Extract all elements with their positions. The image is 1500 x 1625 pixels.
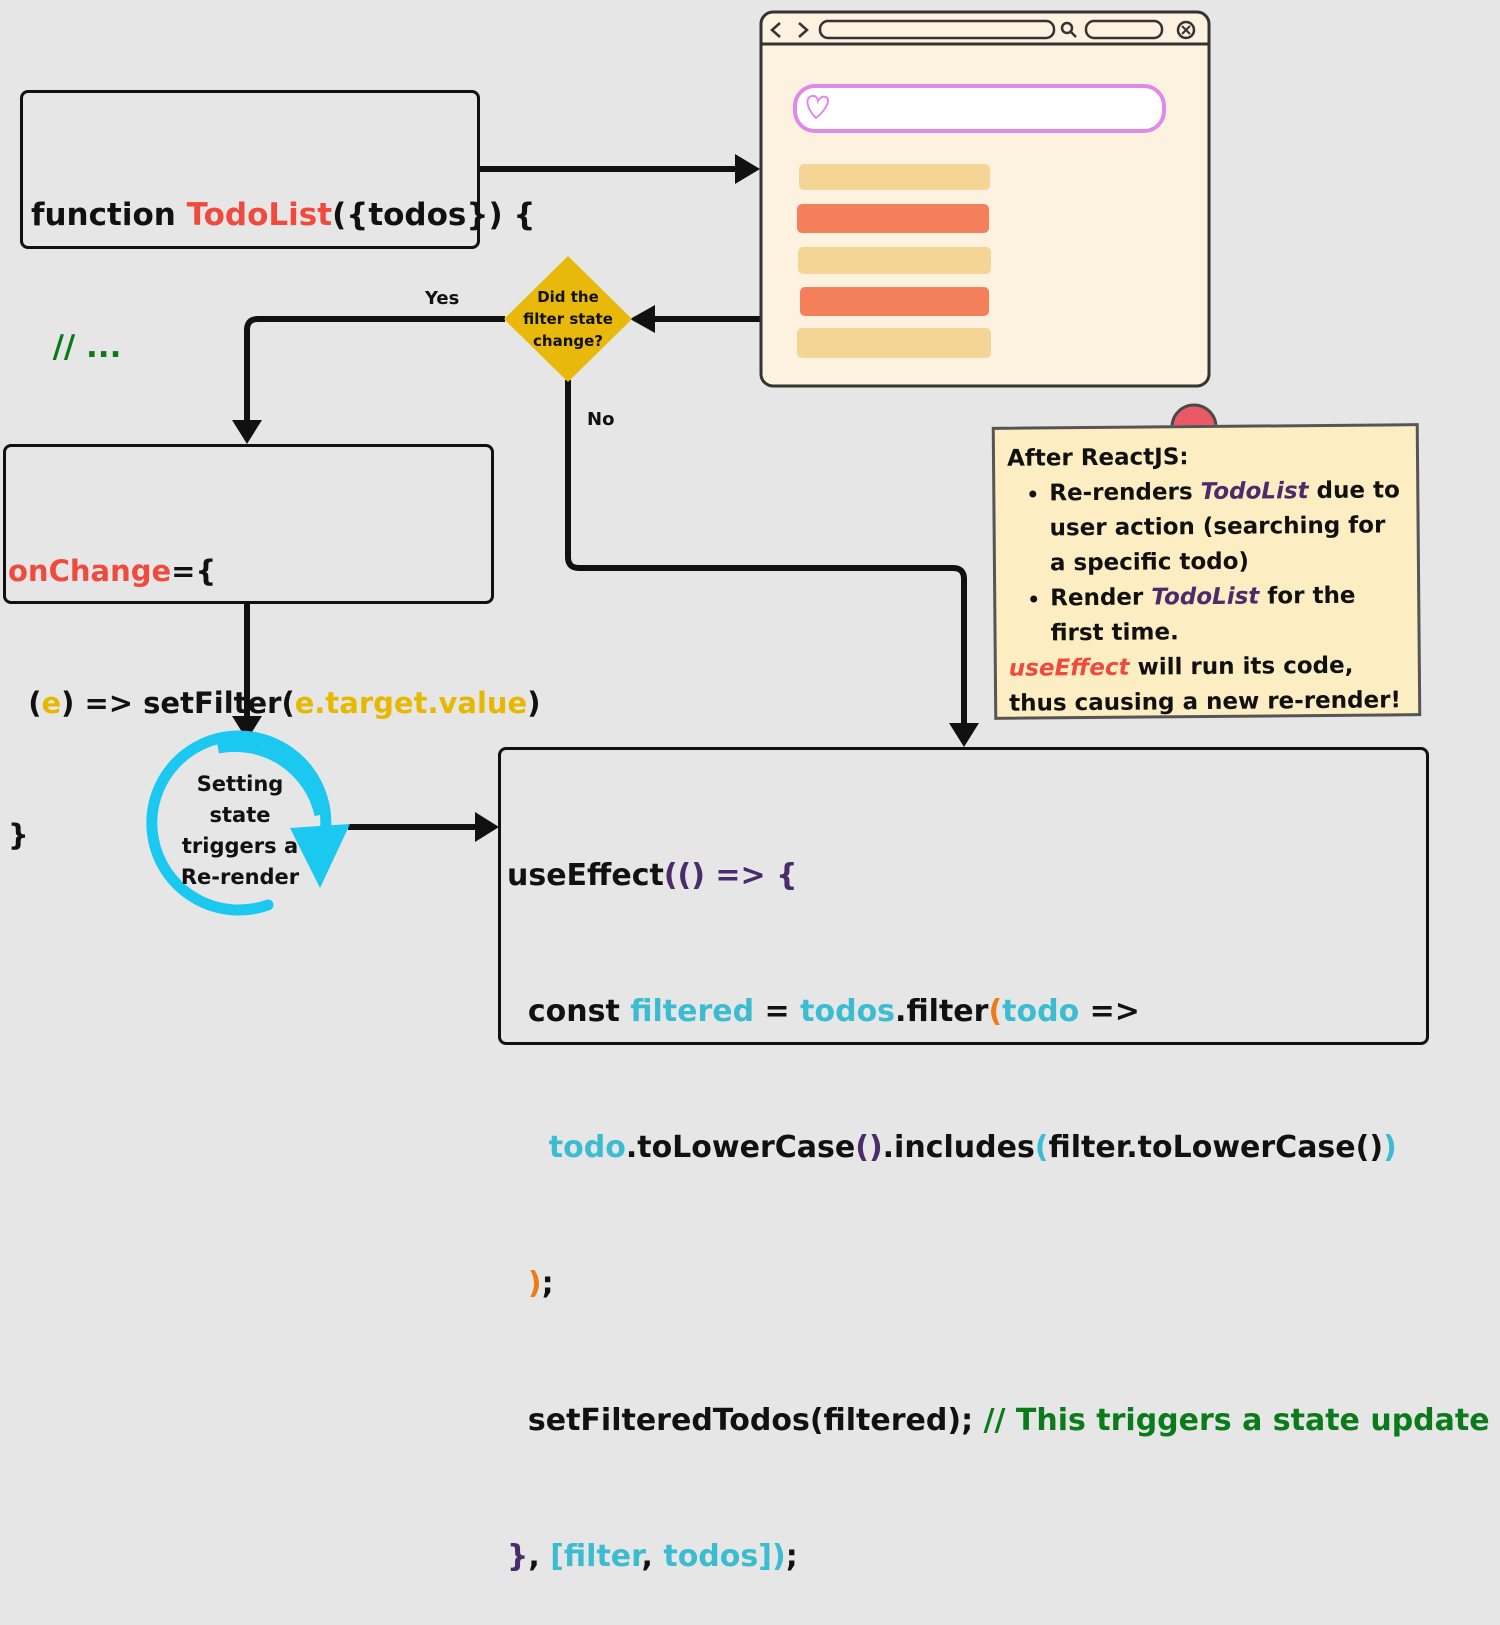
browser-window bbox=[759, 10, 1211, 388]
decision-label: Did the filter state change? bbox=[523, 288, 613, 350]
heart-icon bbox=[806, 94, 829, 120]
code-line: onChange={ bbox=[8, 554, 217, 588]
useeffect-code-box: useEffect(() => { const filtered = todos… bbox=[498, 747, 1490, 1574]
rerender-cycle-arrow bbox=[146, 730, 350, 916]
arrow-cycle-to-useeffect bbox=[348, 812, 499, 842]
arrow-no-to-useeffect bbox=[565, 380, 979, 747]
note-heading: After ReactJS: bbox=[1006, 444, 1189, 472]
back-icon bbox=[770, 22, 781, 38]
forward-icon bbox=[798, 22, 809, 38]
arrow-todolist-to-browser bbox=[480, 154, 760, 184]
decision-diamond bbox=[504, 256, 632, 382]
code-line: (e) => setFilter(e.target.value) bbox=[8, 686, 541, 720]
code-line: setFilteredTodos(filtered); // This trig… bbox=[507, 1402, 1490, 1438]
code-line: useEffect(() => { bbox=[507, 857, 798, 893]
code-line: ); bbox=[527, 1266, 554, 1302]
address-bar bbox=[818, 19, 1056, 40]
flow-connectors bbox=[146, 10, 1231, 916]
code-line: const filtered = todos.filter(todo => bbox=[507, 994, 1140, 1030]
close-icon bbox=[1176, 20, 1196, 40]
todo-list-bars bbox=[797, 164, 991, 358]
note-bullet: Render TodoList for the first time. bbox=[1050, 578, 1406, 651]
note-footer: useEffect will run its code, thus causin… bbox=[1008, 652, 1402, 717]
code-comment: // This triggers a state update bbox=[983, 1402, 1490, 1438]
search-icon bbox=[1060, 21, 1077, 38]
rerender-cycle-label: Setting state triggers a Re-render bbox=[180, 772, 300, 889]
code-comment: // ... bbox=[31, 329, 122, 365]
code-line: } bbox=[8, 818, 29, 852]
yes-label: Yes bbox=[425, 288, 460, 309]
note-bullet: Re-renders TodoList due to user action (… bbox=[1049, 473, 1405, 581]
no-label: No bbox=[587, 409, 615, 430]
filter-input-shape bbox=[793, 84, 1166, 133]
code-line: todo.toLowerCase().includes(filter.toLow… bbox=[548, 1130, 1397, 1166]
todolist-code-box: function TodoList({todos}) { // ... } bbox=[20, 90, 536, 497]
arrow-browser-to-decision bbox=[630, 305, 760, 333]
explanation-note: After ReactJS: Re-renders TodoList due t… bbox=[991, 423, 1422, 720]
note-list: Re-renders TodoList due to user action (… bbox=[1007, 473, 1406, 651]
component-name: TodoList bbox=[186, 197, 333, 233]
search-bar-shape bbox=[1084, 19, 1164, 40]
arrow-yes-to-onchange bbox=[232, 316, 505, 444]
arrow-onchange-to-cycle bbox=[232, 603, 262, 740]
code-line: function TodoList({todos}) { bbox=[31, 197, 536, 233]
code-line: }, [filter, todos]); bbox=[507, 1538, 798, 1574]
onchange-code-box: onChange={ (e) => setFilter(e.target.val… bbox=[3, 444, 540, 852]
